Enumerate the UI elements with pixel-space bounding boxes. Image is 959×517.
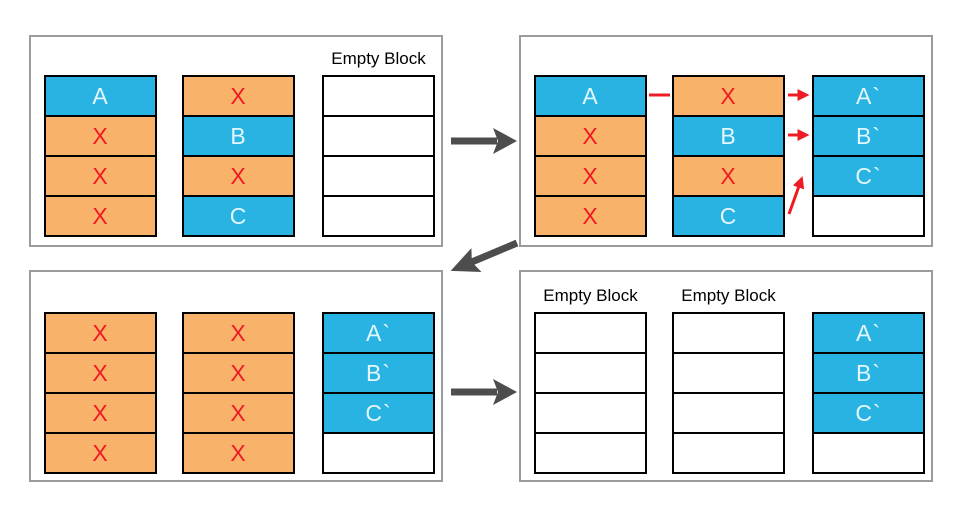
block-cell: C` [812, 392, 925, 434]
block-column: A X X X [534, 75, 647, 237]
block-cell [322, 115, 435, 157]
block-cell: X [44, 432, 157, 474]
block-cell: B [182, 115, 295, 157]
block-cell: A` [322, 312, 435, 354]
flow-arrow-right-icon [451, 128, 517, 154]
block-column: Empty Block [534, 286, 647, 474]
block-cell: X [182, 392, 295, 434]
block-cell: X [534, 155, 647, 197]
block-column: X X X X [44, 312, 157, 474]
block-column: X X X X [182, 312, 295, 474]
block-cell [534, 352, 647, 394]
block-cell: C` [812, 155, 925, 197]
empty-block-label: Empty Block [543, 286, 638, 305]
block-cell [322, 195, 435, 237]
block-cell [322, 432, 435, 474]
block-cell [672, 432, 785, 474]
block-cell [534, 312, 647, 354]
block-cell [672, 312, 785, 354]
block-cell: B [672, 115, 785, 157]
block-cell [322, 75, 435, 117]
block-cell: X [182, 432, 295, 474]
block-column: X B X C [672, 75, 785, 237]
block-cell: X [44, 115, 157, 157]
block-cell: X [44, 312, 157, 354]
block-cell [672, 352, 785, 394]
block-column: A` B` C` [322, 312, 435, 474]
empty-block-label: Empty Block [681, 286, 776, 305]
block-cell: X [182, 75, 295, 117]
block-cell: X [182, 155, 295, 197]
block-cell [534, 392, 647, 434]
block-cell: X [672, 155, 785, 197]
block-cell: A [44, 75, 157, 117]
block-column: X B X C [182, 75, 295, 237]
block-cell: C` [322, 392, 435, 434]
flow-arrow-down-left-icon [450, 239, 519, 273]
block-cell: B` [322, 352, 435, 394]
block-cell: A [534, 75, 647, 117]
block-cell: X [44, 392, 157, 434]
panel-step3-invalidated: X X X X X X X X A` B` C` [29, 270, 443, 482]
flow-arrow-right-icon [451, 379, 517, 405]
block-cell: B` [812, 352, 925, 394]
block-cell: X [44, 155, 157, 197]
block-cell [812, 432, 925, 474]
panel-step1-initial: A X X X X B X C Empty Block [29, 35, 443, 247]
block-cell: X [534, 195, 647, 237]
block-cell: C [672, 195, 785, 237]
empty-block-label: Empty Block [331, 49, 426, 68]
block-column: Empty Block [322, 49, 435, 237]
block-cell: X [534, 115, 647, 157]
block-cell: X [44, 352, 157, 394]
panel-step2-copy: A X X X X B X C A` B` C` [519, 35, 933, 247]
block-cell: X [182, 312, 295, 354]
panel-step4-erased: Empty Block Empty Block A` B` C` [519, 270, 933, 482]
block-cell [812, 195, 925, 237]
block-cell [672, 392, 785, 434]
block-cell [322, 155, 435, 197]
block-cell: X [182, 352, 295, 394]
block-cell: X [44, 195, 157, 237]
block-cell: A` [812, 312, 925, 354]
block-column: A` B` C` [812, 75, 925, 237]
block-cell: X [672, 75, 785, 117]
block-cell: C [182, 195, 295, 237]
block-column: A` B` C` [812, 312, 925, 474]
block-column: A X X X [44, 75, 157, 237]
block-cell: A` [812, 75, 925, 117]
block-cell [534, 432, 647, 474]
block-column: Empty Block [672, 286, 785, 474]
block-cell: B` [812, 115, 925, 157]
